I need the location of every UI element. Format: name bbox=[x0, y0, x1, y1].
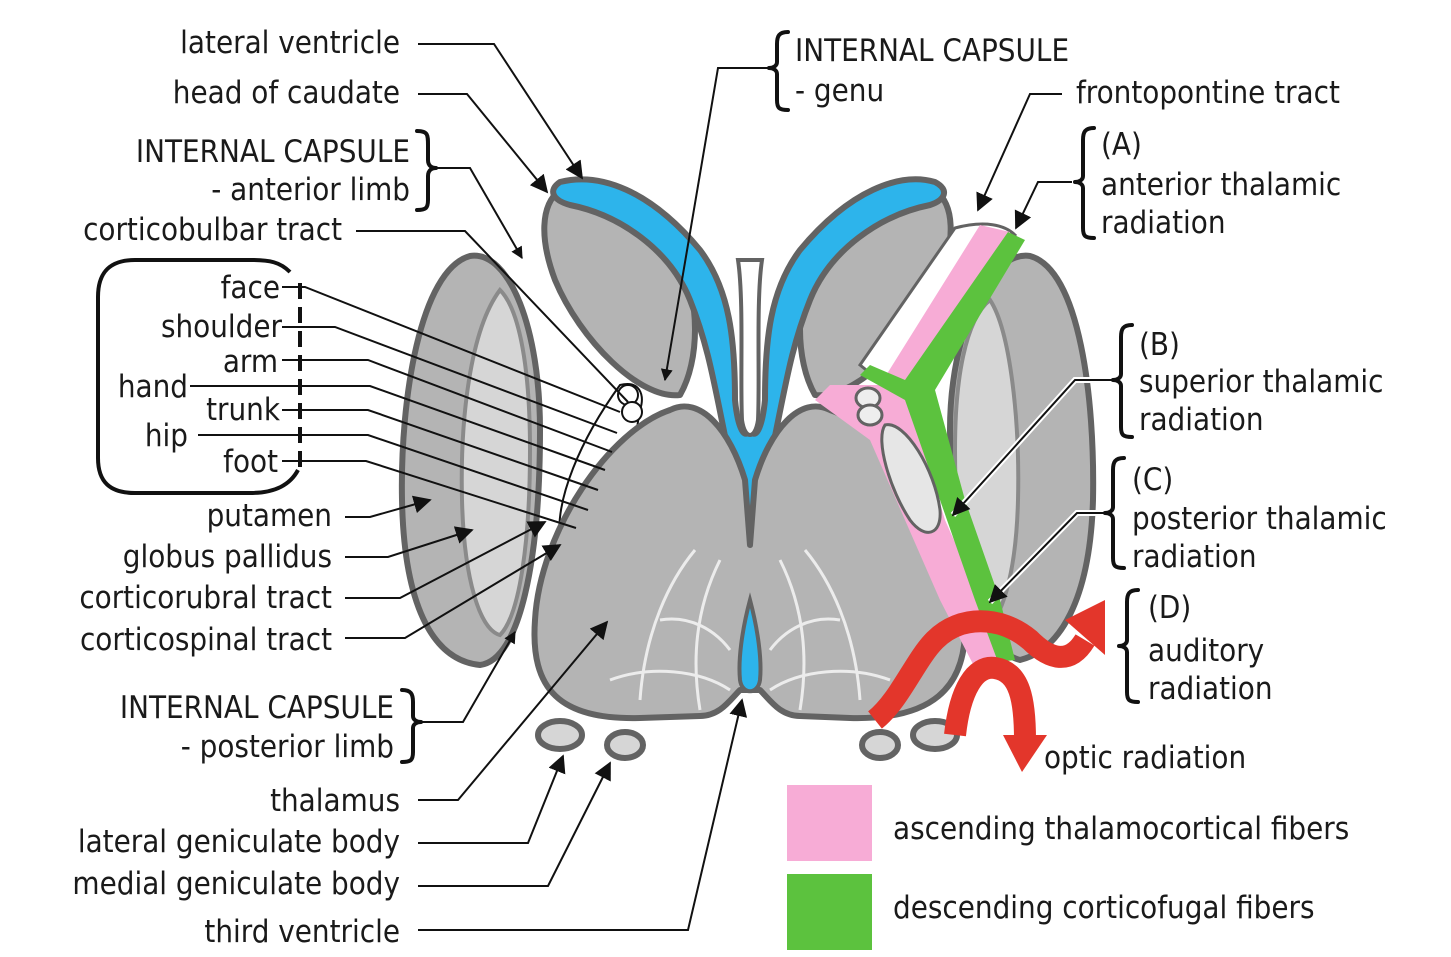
label-a-line1: anterior thalamic bbox=[1101, 167, 1341, 203]
label-lateral-ventricle: lateral ventricle bbox=[180, 25, 400, 61]
label-ic-anterior-title: INTERNAL CAPSULE bbox=[136, 134, 410, 170]
brain-section bbox=[398, 176, 1105, 772]
label-c-line1: posterior thalamic bbox=[1132, 501, 1387, 537]
left-labels: lateral ventricle head of caudate INTERN… bbox=[72, 25, 410, 950]
label-globus-pallidus: globus pallidus bbox=[123, 539, 332, 575]
label-ic-posterior-sub: - posterior limb bbox=[181, 729, 394, 765]
label-corticobulbar: corticobulbar tract bbox=[83, 212, 342, 248]
corticobulbar-bundle-2 bbox=[621, 401, 643, 423]
leader-lines bbox=[190, 43, 1113, 931]
legend-swatch-descending bbox=[787, 874, 872, 950]
leader-frontopontine bbox=[976, 93, 1062, 212]
label-arm: arm bbox=[223, 344, 278, 380]
leader-corticospinal bbox=[345, 544, 562, 639]
label-b-line1: superior thalamic bbox=[1139, 364, 1383, 400]
brace-posterior-thalamic bbox=[1103, 456, 1126, 570]
leader-thalamus bbox=[418, 620, 609, 801]
label-foot: foot bbox=[223, 444, 278, 480]
optic-radiation-arrowhead bbox=[1003, 735, 1047, 772]
lateral-ventricle bbox=[550, 176, 947, 548]
leader-posterior-thalamic bbox=[988, 512, 1105, 604]
label-hand: hand bbox=[118, 369, 188, 405]
brace-ic-genu bbox=[767, 30, 790, 112]
label-lateral-geniculate: lateral geniculate body bbox=[78, 824, 400, 860]
label-face: face bbox=[221, 270, 280, 306]
label-c-letter: (C) bbox=[1132, 462, 1173, 498]
septum-gap bbox=[735, 258, 765, 437]
label-a-letter: (A) bbox=[1101, 127, 1142, 163]
label-hip: hip bbox=[145, 418, 188, 454]
label-a-line2: radiation bbox=[1101, 205, 1226, 241]
legend-label-descending: descending corticofugal fibers bbox=[893, 890, 1315, 926]
label-d-line2: radiation bbox=[1148, 671, 1273, 707]
top-labels: INTERNAL CAPSULE - genu frontopontine tr… bbox=[795, 33, 1340, 111]
legend-swatch-ascending bbox=[787, 785, 872, 861]
globus-pallidus-left bbox=[459, 286, 533, 638]
label-frontopontine: frontopontine tract bbox=[1076, 75, 1340, 111]
medial-geniculate-right bbox=[859, 729, 901, 761]
brace-anterior-thalamic bbox=[1073, 126, 1096, 240]
brace-superior-thalamic bbox=[1111, 323, 1134, 439]
third-ventricle bbox=[737, 592, 763, 694]
label-b-line2: radiation bbox=[1139, 402, 1264, 438]
label-putamen: putamen bbox=[207, 498, 332, 534]
leader-globus-pallidus bbox=[345, 526, 474, 558]
leader-superior-thalamic bbox=[951, 379, 1113, 517]
leader-putamen bbox=[345, 495, 432, 518]
label-corticospinal: corticospinal tract bbox=[80, 622, 332, 658]
legend-label-ascending: ascending thalamocortical fibers bbox=[893, 811, 1349, 847]
brace-auditory bbox=[1117, 588, 1140, 704]
lateral-geniculate-left bbox=[535, 718, 585, 752]
leader-corticorubral bbox=[345, 521, 547, 599]
legend: ascending thalamocortical fibers descend… bbox=[787, 785, 1349, 950]
leader-anterior-thalamic bbox=[1014, 181, 1072, 230]
label-d-letter: (D) bbox=[1148, 590, 1191, 626]
label-thalamus: thalamus bbox=[270, 783, 400, 819]
descending-fibers-band bbox=[860, 232, 1025, 662]
label-corticorubral: corticorubral tract bbox=[79, 580, 332, 616]
label-ic-anterior-sub: - anterior limb bbox=[211, 172, 410, 208]
leader-ic-posterior bbox=[418, 630, 516, 723]
label-d-line1: auditory bbox=[1148, 633, 1264, 669]
braces bbox=[400, 30, 1140, 764]
leader-third-ventricle bbox=[418, 698, 748, 931]
leader-ic-genu bbox=[660, 67, 775, 382]
leader-lateral-ventricle bbox=[418, 43, 583, 180]
leader-corticobulbar bbox=[356, 230, 629, 403]
leader-lateral-geniculate bbox=[418, 754, 566, 844]
somatotopy-leaders bbox=[190, 286, 621, 529]
leader-ic-anterior bbox=[434, 167, 523, 260]
right-labels: (A) anterior thalamic radiation (B) supe… bbox=[1044, 127, 1387, 776]
leader-head-of-caudate bbox=[418, 93, 549, 194]
label-shoulder: shoulder bbox=[161, 309, 283, 345]
label-trunk: trunk bbox=[206, 392, 281, 428]
label-ic-genu-title: INTERNAL CAPSULE bbox=[795, 33, 1069, 69]
corticospinal-oval-right bbox=[880, 423, 942, 534]
optic-radiation-arrow bbox=[944, 656, 1036, 741]
label-ic-genu-sub: - genu bbox=[795, 73, 884, 109]
thalamic-nuclei-lines-left bbox=[609, 549, 732, 711]
label-third-ventricle: third ventricle bbox=[204, 914, 400, 950]
leader-medial-geniculate bbox=[418, 761, 611, 887]
brace-ic-anterior bbox=[415, 129, 438, 212]
brace-ic-posterior bbox=[400, 688, 423, 764]
medial-geniculate-left bbox=[604, 729, 646, 761]
corticobulbar-bundle-right-2 bbox=[856, 403, 884, 427]
label-ic-posterior-title: INTERNAL CAPSULE bbox=[120, 690, 394, 726]
somatotopy-box bbox=[96, 258, 300, 495]
thalamic-nuclei-lines-right bbox=[768, 549, 891, 711]
label-head-of-caudate: head of caudate bbox=[173, 75, 400, 111]
label-c-line2: radiation bbox=[1132, 539, 1257, 575]
auditory-radiation-arrow bbox=[867, 610, 1095, 729]
label-optic-radiation: optic radiation bbox=[1044, 740, 1246, 776]
label-medial-geniculate: medial geniculate body bbox=[72, 866, 400, 902]
label-b-letter: (B) bbox=[1139, 327, 1180, 363]
auditory-radiation-arrowhead bbox=[1065, 600, 1105, 655]
